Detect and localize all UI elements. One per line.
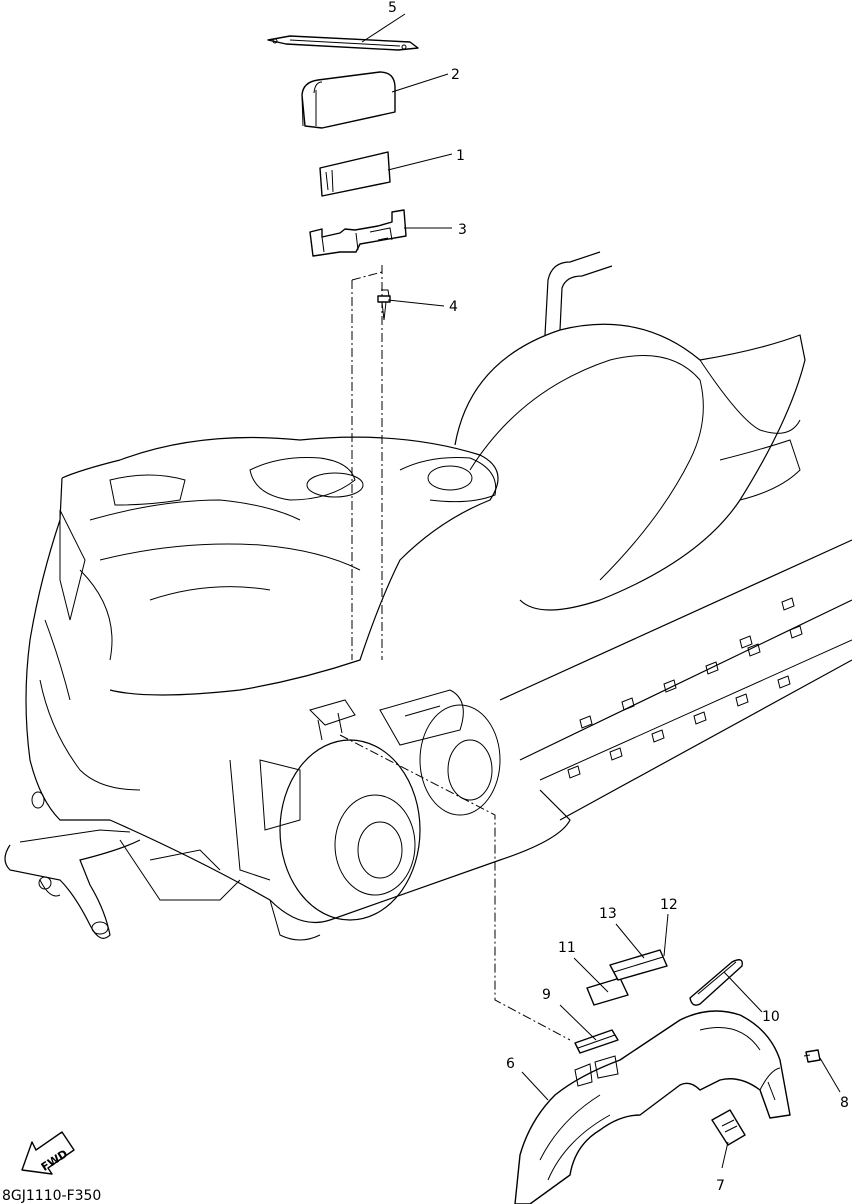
part-5-strap xyxy=(267,35,419,51)
tunnel-holes xyxy=(567,597,803,779)
part-10-bracket xyxy=(689,959,743,1006)
callout-numbers: 5 2 1 3 4 6 7 8 9 10 11 12 13 xyxy=(388,0,849,1194)
part-3-bracket xyxy=(309,209,407,257)
callout-1: 1 xyxy=(456,148,465,164)
callout-13: 13 xyxy=(599,906,617,922)
part-8-screw xyxy=(803,1049,821,1063)
diagram-code: 8GJ1110-F350 xyxy=(2,1188,101,1204)
part-4-rivet xyxy=(377,289,391,321)
callout-8: 8 xyxy=(840,1095,849,1111)
callout-3: 3 xyxy=(458,222,467,238)
part-6-rear-flap xyxy=(514,1010,791,1204)
callout-2: 2 xyxy=(451,67,460,83)
part-9-reflector xyxy=(574,1029,619,1054)
part-13-decal xyxy=(609,949,668,981)
callout-5: 5 xyxy=(388,0,397,16)
callout-9: 9 xyxy=(542,987,551,1003)
callout-7: 7 xyxy=(716,1178,725,1194)
part-2-cover xyxy=(301,71,396,129)
assembly-lines xyxy=(339,265,571,1041)
callout-12: 12 xyxy=(660,897,678,913)
callout-6: 6 xyxy=(506,1056,515,1072)
snowmobile-outline xyxy=(4,251,852,941)
fwd-arrow: FWD xyxy=(21,1131,75,1175)
leader-lines xyxy=(361,13,841,1169)
callout-4: 4 xyxy=(449,299,458,315)
part-7-label xyxy=(711,1109,746,1146)
callout-11: 11 xyxy=(558,940,576,956)
callout-10: 10 xyxy=(762,1009,780,1025)
part-1-plate xyxy=(319,151,391,197)
